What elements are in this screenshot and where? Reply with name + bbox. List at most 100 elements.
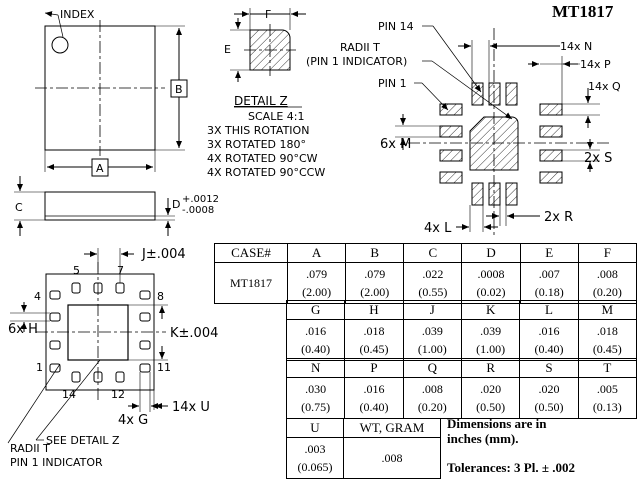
detail-z: F E DETAIL Z SCALE 4:1 3X THIS ROTATION … (207, 8, 325, 179)
dimension-table-4: U WT, GRAM .003(0.065) .008 (286, 418, 441, 479)
dimension-table-3: N P Q R S T .030(0.75) .016(0.40) .008(0… (285, 358, 638, 419)
dim-h-label: 6x H (8, 322, 38, 337)
pin-number-7: 7 (117, 264, 124, 277)
pad-bottom-3 (505, 182, 518, 206)
header-l: L (519, 300, 579, 320)
part-title: MT1817 (552, 2, 614, 21)
case-value: MT1817 (214, 262, 288, 304)
bottom-radii-label-1: RADII T (10, 442, 50, 455)
header-h: H (344, 300, 404, 320)
table-header-row: N P Q R S T (285, 358, 638, 378)
dim-u-label: 14x U (172, 400, 210, 415)
package-side-outline (44, 191, 156, 221)
pad-right-2 (539, 125, 563, 138)
header-q: Q (402, 358, 462, 378)
tolerances-note: Tolerances: 3 Pl. ± .002 (447, 460, 575, 475)
header-c: C (403, 243, 463, 263)
header-b: B (345, 243, 405, 263)
bottom-view: 5 7 4 8 1 11 14 12 J±.004 6x H K±.004 4x… (7, 247, 218, 469)
dim-r-label: 2x R (544, 210, 573, 225)
value-d: .0008(0.02) (461, 262, 521, 304)
header-r: R (460, 358, 521, 378)
value-e: .007(0.18) (519, 262, 579, 304)
pad-right-4 (539, 171, 563, 184)
table-row: .030(0.75) .016(0.40) .008(0.20) .020(0.… (285, 377, 638, 419)
table-row: MT1817 .079(2.00) .079(2.00) .022(0.55) … (214, 262, 638, 304)
header-s: S (519, 358, 579, 378)
dim-d-label: D (172, 198, 180, 211)
dim-s-label: 2x S (584, 151, 612, 166)
pin14-label: PIN 14 (378, 20, 414, 33)
table-row: .003(0.065) .008 (286, 437, 441, 479)
value-g: .016(0.40) (285, 319, 346, 361)
pin-number-5: 5 (73, 264, 80, 277)
header-d: D (461, 243, 521, 263)
header-p: P (344, 358, 404, 378)
value-l: .016(0.40) (519, 319, 579, 361)
pad-bottom-2 (488, 182, 501, 206)
pin-number-1: 1 (36, 361, 43, 374)
pad-bottom-1 (471, 182, 484, 206)
side-view: C D +.0012 -.0008 (14, 176, 219, 236)
dim-m-label: 6x M (380, 137, 411, 152)
rotation-line-2: 3X ROTATED 180° (207, 138, 306, 151)
radii-label-1: RADII T (340, 41, 380, 54)
rotation-line-1: 3X THIS ROTATION (207, 124, 309, 137)
value-u: .003(0.065) (286, 437, 344, 479)
pin-number-8: 8 (157, 290, 164, 303)
pin-number-14: 14 (62, 388, 76, 401)
index-label: INDEX (60, 8, 95, 21)
dim-e-label: E (224, 43, 231, 56)
dim-d-tol-plus: +.0012 (182, 194, 219, 205)
pad-right-1 (539, 103, 563, 116)
detail-z-scale: SCALE 4:1 (248, 110, 304, 123)
value-f: .008(0.20) (577, 262, 638, 304)
dim-n-label: 14x N (560, 40, 592, 53)
header-k: K (460, 300, 521, 320)
dim-d-tol-minus: -.0008 (182, 205, 214, 216)
value-r: .020(0.50) (460, 377, 521, 419)
header-g: G (285, 300, 346, 320)
value-weight: .008 (343, 437, 441, 479)
value-h: .018(0.45) (344, 319, 404, 361)
rotation-line-4: 4X ROTATED 90°CCW (207, 166, 325, 179)
value-t: .005(0.13) (577, 377, 638, 419)
header-m: M (577, 300, 638, 320)
value-s: .020(0.50) (519, 377, 579, 419)
detail-z-heading: DETAIL Z (234, 94, 288, 108)
pad-left-3 (439, 149, 463, 162)
dim-a-label: A (96, 162, 104, 175)
dim-f-label: F (265, 8, 271, 21)
pad-top-3 (505, 82, 518, 106)
pin-number-11: 11 (157, 361, 171, 374)
header-j: J (402, 300, 462, 320)
value-p: .016(0.40) (344, 377, 404, 419)
header-a: A (286, 243, 347, 263)
pin-number-12: 12 (111, 388, 125, 401)
top-view: INDEX B A (35, 8, 188, 177)
value-m: .018(0.45) (577, 319, 638, 361)
dim-q-label: 14x Q (588, 80, 621, 93)
header-u: U (286, 418, 344, 438)
pin1-label: PIN 1 (378, 77, 407, 90)
dim-c-label: C (15, 201, 23, 214)
value-n: .030(0.75) (285, 377, 346, 419)
header-t: T (577, 358, 638, 378)
dim-l-label: 4x L (424, 221, 452, 236)
dim-p-label: 14x P (580, 58, 611, 71)
index-mark (51, 36, 69, 54)
pad-right-3 (539, 149, 563, 162)
table-header-row: G H J K L M (285, 300, 638, 320)
value-q: .008(0.20) (402, 377, 462, 419)
bottom-radii-label-2: PIN 1 INDICATOR (10, 456, 103, 469)
header-f: F (577, 243, 638, 263)
pad-top-2 (488, 82, 501, 106)
table-header-row: U WT, GRAM (286, 418, 441, 438)
pad-layout-view: PIN 14 RADII T (PIN 1 INDICATOR) PIN 1 1… (306, 20, 621, 236)
table-row: .016(0.40) .018(0.45) .039(1.00) .039(1.… (285, 319, 638, 361)
header-case: CASE# (214, 243, 288, 263)
header-weight: WT, GRAM (343, 418, 441, 438)
see-detail-z-label: SEE DETAIL Z (46, 434, 120, 447)
